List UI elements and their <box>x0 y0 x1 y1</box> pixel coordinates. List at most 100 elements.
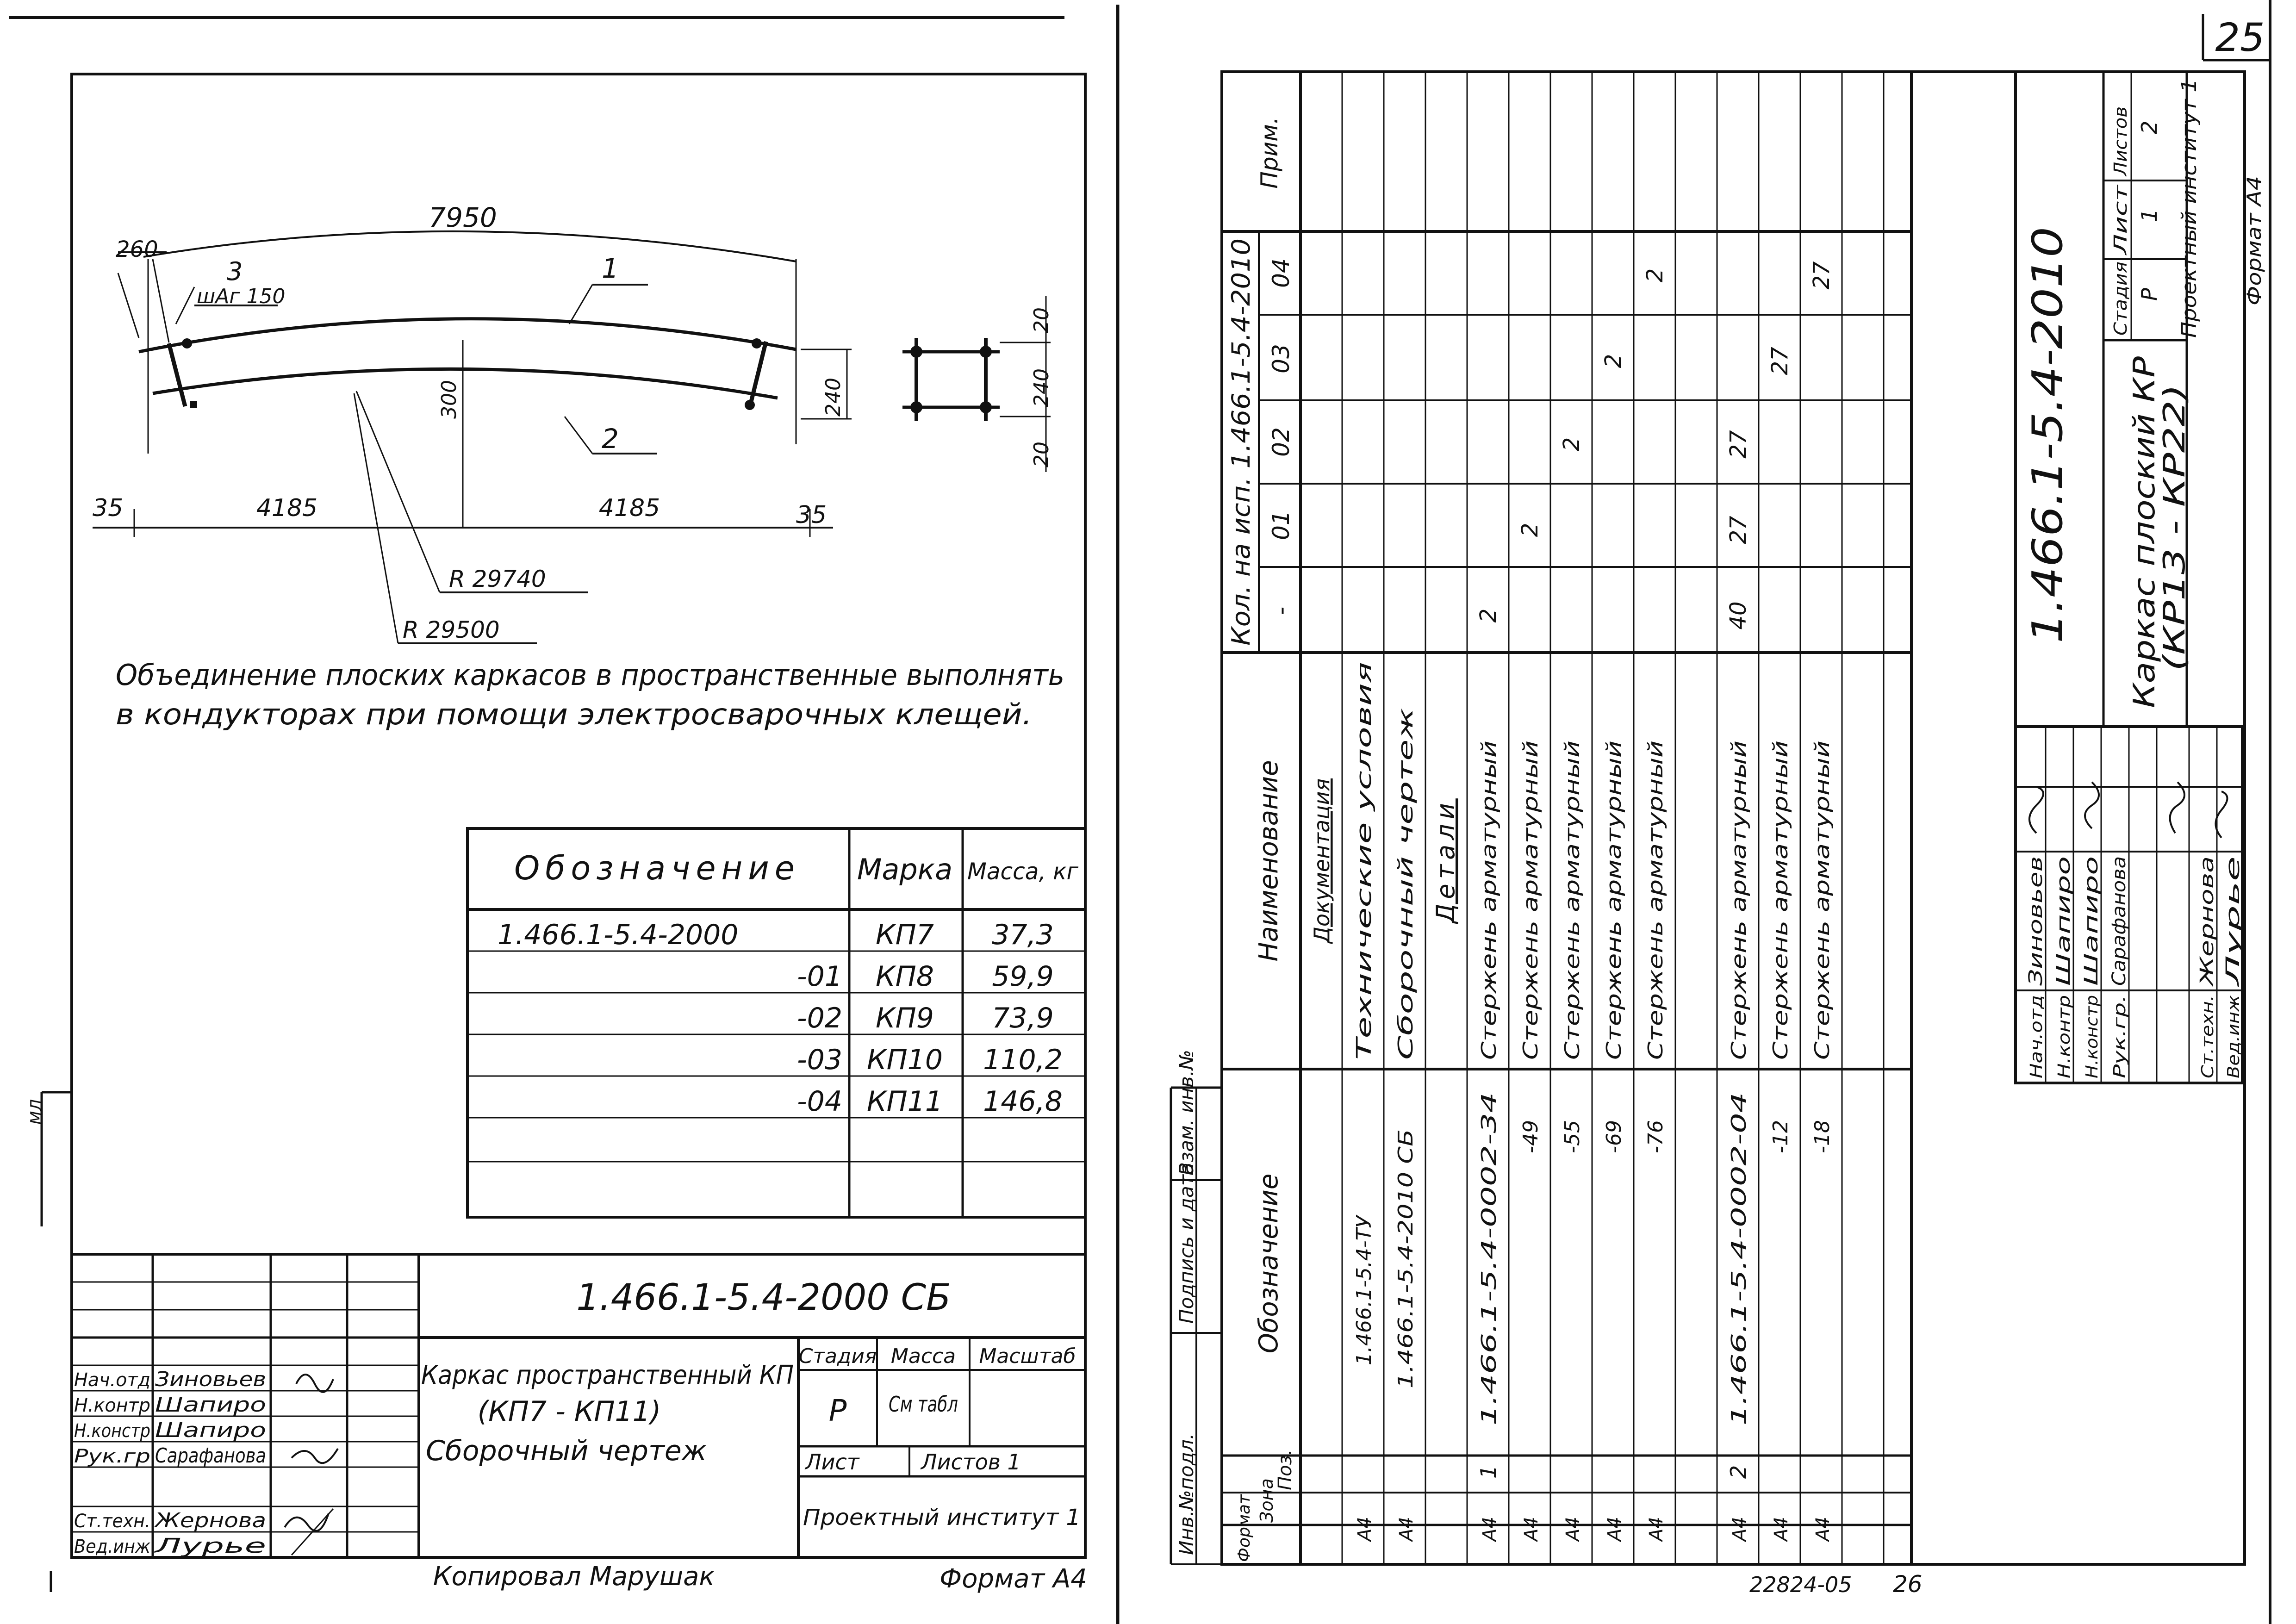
right-name-1: Зиновьев <box>2025 856 2047 986</box>
stage-value: Р <box>829 1394 847 1428</box>
spec-row-6-designation: -49 <box>1519 1120 1543 1153</box>
section-dim-top: 20 <box>1030 307 1053 333</box>
spec-row-11-qty-2: 27 <box>1725 430 1751 459</box>
left-name-1: Зиновьев <box>155 1368 266 1391</box>
spec-row-11-qty-0: 40 <box>1725 601 1751 629</box>
mark-row-2-mark: КП8 <box>876 960 934 993</box>
right-name-2: Шапиро <box>2053 856 2074 986</box>
spec-row-11-designation: 1.466.1-5.4-0002-04 <box>1727 1092 1751 1425</box>
spec-header-variant-1: 01 <box>1268 510 1294 540</box>
right-sheets-label: Листов <box>2110 106 2131 177</box>
spec-row-12-qty-3: 27 <box>1767 347 1793 375</box>
spec-row-9-name: Стержень арматурный <box>1644 740 1668 1060</box>
mass-value: См табл <box>889 1392 958 1417</box>
mark-row-4-designation: -03 <box>797 1044 842 1076</box>
right-name-6: Лурье <box>2222 856 2244 988</box>
right-sheets-value: 2 <box>2137 121 2162 134</box>
side-label-sign: Подпись и дата <box>1175 1163 1198 1324</box>
right-drawing-name-1: Каркас плоский КР <box>2128 356 2162 708</box>
side-mark: МЛ <box>27 1099 46 1125</box>
sheet-label: Лист <box>804 1450 860 1475</box>
mark-row-3-mark: КП9 <box>876 1002 934 1034</box>
spec-row-11-qty-1: 27 <box>1725 516 1751 544</box>
spec-header-format: Формат <box>1235 1494 1254 1562</box>
spec-row-9-format: А4 <box>1646 1517 1667 1543</box>
spec-row-3-format: А4 <box>1396 1517 1417 1543</box>
left-drawing-name-1: Каркас пространственный КП <box>421 1360 794 1390</box>
spec-row-2-format: А4 <box>1354 1517 1375 1543</box>
spec-header-qty: Кол. на исп. 1.466.1-5.4-2010 <box>1226 238 1256 646</box>
left-role-3: Н.констр <box>74 1420 150 1442</box>
mark-row-2-mass: 59,9 <box>992 960 1054 993</box>
left-name-6: Лурье <box>154 1534 266 1558</box>
mark-row-5-designation: -04 <box>797 1085 842 1118</box>
copied-by: Копировал Марушак <box>433 1562 715 1592</box>
mark-row-1-mass: 37,3 <box>992 919 1054 951</box>
side-label-inv: Инв.№подл. <box>1175 1433 1198 1555</box>
spec-row-7-designation: -55 <box>1561 1120 1584 1153</box>
page-borders <box>9 0 2271 1624</box>
mark-row-1-designation: 1.466.1-5.4-2000 <box>498 919 738 951</box>
left-name-5: Жернова <box>154 1509 266 1532</box>
spec-header-designation: Обозначение <box>1254 1174 1284 1354</box>
left-sheet-frame <box>40 73 1087 1592</box>
assembly-note-line1: Объединение плоских каркасов в пространс… <box>116 658 1064 692</box>
left-title-block <box>72 1253 1085 1557</box>
right-sheet-frame <box>1170 70 2246 1566</box>
mark-table-header-designation: Обозначение <box>514 849 800 887</box>
right-drawing-code: 1.466.1-5.4-2010 <box>2023 227 2072 643</box>
dim-left-end: 35 <box>93 494 123 522</box>
left-drawing-code: 1.466.1-5.4-2000 СБ <box>576 1277 951 1319</box>
left-role-4: Рук.гр <box>74 1446 150 1467</box>
dim-half-right: 4185 <box>599 494 660 522</box>
dim-half-left: 4185 <box>256 494 317 522</box>
sheets-label: Листов 1 <box>920 1450 1021 1475</box>
page-number: 25 <box>2215 15 2265 60</box>
left-name-3: Шапиро <box>155 1419 266 1442</box>
spec-row-6-name: Стержень арматурный <box>1519 740 1543 1060</box>
left-drawing-name-2: (КП7 - КП11) <box>478 1395 661 1428</box>
mark-table-header-mass: Масса, кг <box>967 858 1079 885</box>
bottom-page: 26 <box>1893 1571 1923 1598</box>
right-stage-value: Р <box>2137 288 2162 301</box>
mark-row-2-designation: -01 <box>797 960 842 993</box>
right-name-5: Жернова <box>2196 856 2218 988</box>
right-drawing-name-2: (КР13 - КР22) <box>2158 384 2192 671</box>
mark-row-3-designation: -02 <box>797 1002 842 1034</box>
spec-row-5-name: Стержень арматурный <box>1477 740 1501 1060</box>
spec-row-7-name: Стержень арматурный <box>1561 740 1584 1060</box>
left-role-1: Нач.отд <box>74 1369 150 1391</box>
spec-row-9-designation: -76 <box>1644 1120 1668 1153</box>
spec-row-5-format: А4 <box>1479 1517 1500 1543</box>
spec-row-12-name: Стержень арматурный <box>1769 740 1792 1060</box>
right-role-6: Вед.инж <box>2224 995 2243 1078</box>
mark-row-5-mark: КП11 <box>867 1085 943 1118</box>
spec-header-name: Наименование <box>1254 760 1284 961</box>
left-name-4: Сарафанова <box>155 1444 266 1468</box>
spec-row-6-format: А4 <box>1521 1517 1542 1543</box>
left-role-2: Н.контр <box>74 1395 150 1416</box>
spec-header-variant-3: 03 <box>1268 344 1294 373</box>
right-role-2: Н.контр <box>2055 995 2074 1078</box>
right-sheet-label: Лист <box>2110 184 2131 256</box>
spec-row-8-designation: -69 <box>1602 1120 1626 1153</box>
section-dim-bottom: 20 <box>1030 442 1053 467</box>
spec-row-7-format: А4 <box>1562 1517 1584 1543</box>
right-role-1: Нач.отд <box>2027 995 2046 1078</box>
stage-label: Стадия <box>799 1344 877 1368</box>
spec-header-variant-2: 02 <box>1268 427 1294 457</box>
mark-row-4-mark: КП10 <box>867 1044 943 1076</box>
section-dim-mid: 240 <box>1030 368 1053 407</box>
mark-row-4-mass: 110,2 <box>983 1044 1063 1076</box>
position-2: 2 <box>602 423 619 454</box>
spec-row-12-designation: -12 <box>1769 1120 1792 1153</box>
mark-table-header-mark: Марка <box>857 852 952 886</box>
dim-right-end: 35 <box>796 501 827 529</box>
dim-height-300: 300 <box>437 380 461 419</box>
mark-row-1-mark: КП7 <box>876 919 934 951</box>
right-format: Формат А4 <box>2243 176 2265 305</box>
left-format: Формат А4 <box>940 1564 1087 1594</box>
spec-row-5-qty-0: 2 <box>1475 609 1501 623</box>
mass-label: Масса <box>891 1344 956 1368</box>
